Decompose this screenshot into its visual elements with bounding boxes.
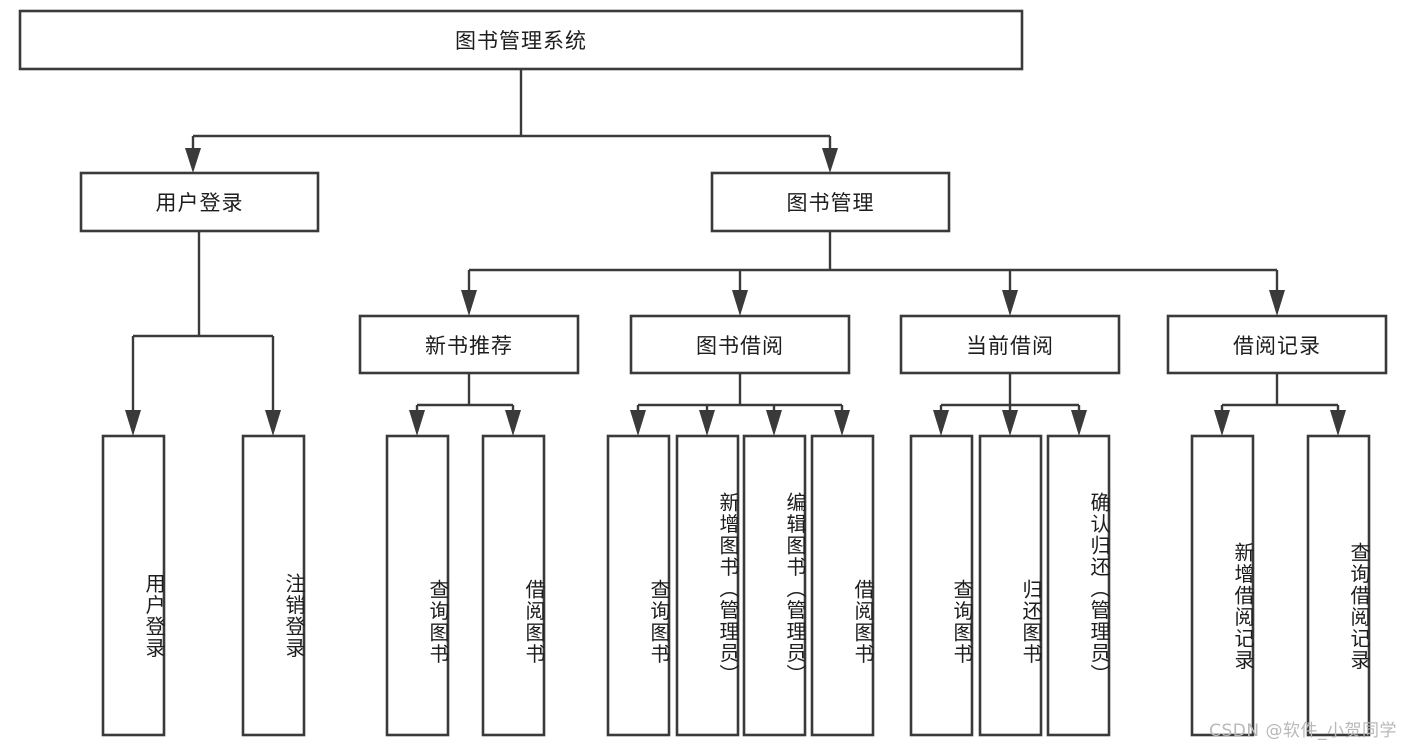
arrow-newbook-leaf1: [409, 410, 425, 436]
arrow-bookmgmt-to-current: [1002, 290, 1018, 316]
leaf-box-return-book[interactable]: [978, 434, 1043, 737]
node-user-login[interactable]: [79, 171, 320, 233]
arrow-borrow-leaf2: [699, 410, 715, 436]
node-borrow-record[interactable]: [1166, 314, 1388, 375]
arrow-borrow-leaf4: [834, 410, 850, 436]
arrow-current-leaf2: [1002, 410, 1018, 436]
node-book-management[interactable]: [710, 171, 951, 233]
leaf-box-query-book-borrow[interactable]: [606, 434, 671, 737]
arrow-record-leaf1: [1214, 410, 1230, 436]
arrow-current-leaf1: [933, 410, 949, 436]
leaf-box-add-borrow-record[interactable]: [1190, 434, 1255, 737]
arrow-borrow-leaf3: [766, 410, 782, 436]
leaf-box-query-book-current[interactable]: [909, 434, 974, 737]
arrow-userlogin-leaf2: [265, 410, 281, 436]
arrow-root-to-userlogin: [185, 148, 201, 173]
leaf-box-add-book-admin[interactable]: [675, 434, 740, 737]
leaf-box-logout-login[interactable]: [241, 434, 306, 737]
node-root-system[interactable]: [18, 9, 1024, 71]
node-book-borrow[interactable]: [629, 314, 851, 375]
arrow-root-to-bookmgmt: [822, 148, 838, 173]
leaf-box-edit-book-admin[interactable]: [742, 434, 807, 737]
leaf-box-query-borrow-record[interactable]: [1306, 434, 1371, 737]
arrow-userlogin-leaf1: [125, 410, 141, 436]
node-current-borrow[interactable]: [899, 314, 1121, 375]
leaf-box-user-login[interactable]: [101, 434, 166, 737]
leaf-box-borrow-book[interactable]: [810, 434, 875, 737]
arrow-record-leaf2: [1330, 410, 1346, 436]
arrow-bookmgmt-to-borrow: [732, 290, 748, 316]
node-new-book-recommend[interactable]: [358, 314, 580, 375]
leaf-box-query-book-recommend[interactable]: [385, 434, 450, 737]
leaf-box-confirm-return-admin[interactable]: [1046, 434, 1111, 737]
leaf-box-borrow-book-recommend[interactable]: [481, 434, 546, 737]
arrow-newbook-leaf2: [505, 410, 521, 436]
arrow-bookmgmt-to-record: [1269, 290, 1285, 316]
arrow-bookmgmt-to-newbook: [461, 290, 477, 316]
arrow-borrow-leaf1: [630, 410, 646, 436]
arrow-current-leaf3: [1071, 410, 1087, 436]
